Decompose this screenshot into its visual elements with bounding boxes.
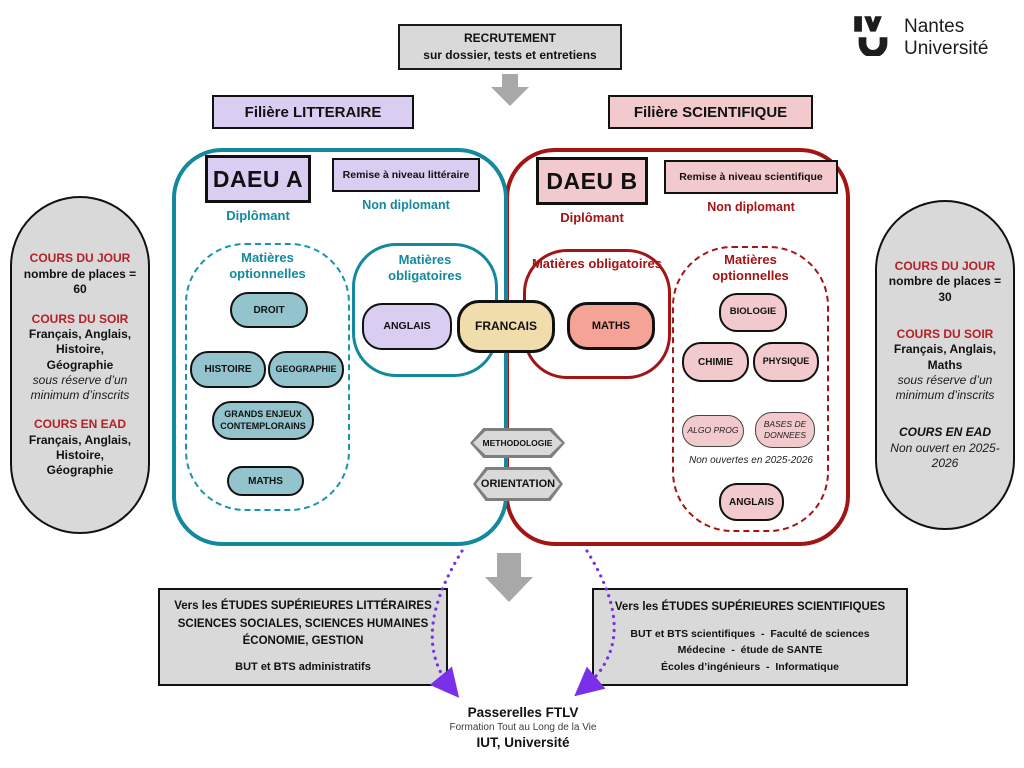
cours-jour-body: nombre de places = 30 [888, 274, 1002, 304]
cours-soir-section: COURS DU SOIR Français, Anglais, Histoir… [23, 312, 137, 404]
recruitment-box: RECRUTEMENT sur dossier, tests et entret… [398, 24, 622, 70]
passerelles-title: Passerelles FTLV [467, 705, 579, 720]
cours-info-litteraire: COURS DU JOUR nombre de places = 60 COUR… [10, 196, 150, 534]
matieres-obligatoires-scientifique-title: Matières obligatoires [531, 256, 663, 271]
cours-soir-note: sous réserve d’un minimum d’inscrits [30, 372, 130, 403]
etudes-scientifiques-line: Médecine - étude de SANTE [677, 644, 823, 657]
matieres-optionnelles-scientifique-box [672, 246, 829, 532]
pill-bases-de-donnees: BASES DE DONNEES [755, 412, 815, 448]
matieres-optionnelles-litteraire-box [185, 243, 350, 511]
cours-soir-title: COURS DU SOIR [896, 326, 994, 341]
cours-jour-title: COURS DU JOUR [894, 258, 996, 273]
down-arrow-top-icon [491, 74, 529, 106]
pill-physique: PHYSIQUE [753, 342, 819, 382]
etudes-scientifiques-box: Vers les ÉTUDES SUPÉRIEURES SCIENTIFIQUE… [592, 588, 908, 686]
cours-soir-title: COURS DU SOIR [31, 311, 129, 326]
cours-jour-section: COURS DU JOUR nombre de places = 30 [888, 259, 1002, 305]
cours-jour-section: COURS DU JOUR nombre de places = 60 [23, 251, 137, 297]
cours-ead-body: Non ouvert en 2025-2026 [890, 440, 1000, 471]
cours-ead-title: COURS EN EAD [898, 425, 991, 440]
matieres-optionnelles-litteraire-title: Matières optionnelles [229, 250, 306, 282]
remise-litteraire-box: Remise à niveau littéraire [332, 158, 480, 192]
recruitment-title: RECRUTEMENT [464, 31, 556, 46]
cours-ead-section: COURS EN EAD Français, Anglais, Histoire… [23, 417, 137, 478]
closed-courses-note: Non ouvertes en 2025-2026 [689, 455, 813, 466]
pill-geographie: GEOGRAPHIE [268, 351, 344, 388]
cours-jour-title: COURS DU JOUR [29, 251, 131, 266]
cours-info-scientifique: COURS DU JOUR nombre de places = 30 COUR… [875, 200, 1015, 530]
remise-scientifique-box: Remise à niveau scientifique [664, 160, 838, 194]
matieres-optionnelles-scientifique-title: Matières optionnelles [712, 252, 789, 284]
etudes-litteraires-line: ÉCONOMIE, GESTION [242, 634, 364, 647]
cours-soir-note: sous réserve d’un minimum d’inscrits [895, 372, 995, 403]
daeu-b-status: Diplômant [560, 210, 624, 225]
daeu-a-box: DAEU A [205, 155, 311, 203]
passerelles-block: Passerelles FTLV Formation Tout au Long … [403, 705, 643, 750]
cours-soir-body: Français, Anglais, Maths [893, 342, 997, 372]
matieres-obligatoires-litteraire-title: Matières obligatoires [388, 252, 462, 284]
nantes-universite-logo-icon [851, 14, 895, 61]
etudes-scientifiques-title: Vers les ÉTUDES SUPÉRIEURES SCIENTIFIQUE… [614, 601, 886, 614]
recruitment-subtitle: sur dossier, tests et entretiens [423, 48, 597, 62]
pill-biologie: BIOLOGIE [719, 293, 787, 332]
pill-grands-enjeux: GRANDS ENJEUX CONTEMPLORAINS [212, 401, 314, 440]
cours-soir-body: Français, Anglais, Histoire, Géographie [28, 327, 132, 372]
etudes-litteraires-line: SCIENCES SOCIALES, SCIENCES HUMAINES [177, 617, 429, 630]
pill-maths-litteraire: MATHS [227, 466, 304, 496]
passerelles-destination: IUT, Université [476, 735, 570, 750]
filiere-scientifique-header: Filière SCIENTIFIQUE [608, 95, 813, 129]
cours-ead-body: Français, Anglais, Histoire, Géographie [28, 432, 132, 478]
nantes-universite-logo: Nantes Université [851, 14, 988, 61]
etudes-scientifiques-line: Écoles d’ingénieurs - Informatique [661, 661, 839, 674]
etudes-litteraires-line: Vers les ÉTUDES SUPÉRIEURES LITTÉRAIRES [174, 600, 432, 613]
pill-histoire: HISTOIRE [190, 351, 266, 388]
etudes-litteraires-footer: BUT et BTS administratifs [235, 661, 371, 674]
down-arrow-bottom-icon [485, 553, 533, 602]
daeu-b-box: DAEU B [536, 157, 648, 205]
cours-soir-section: COURS DU SOIR Français, Anglais, Maths s… [888, 327, 1002, 404]
cours-ead-title: COURS EN EAD [33, 417, 126, 432]
pill-francais-shared: FRANCAIS [457, 300, 555, 353]
passerelles-subtitle: Formation Tout au Long de la Vie [449, 722, 597, 733]
logo-text: Nantes Université [904, 16, 989, 59]
pill-anglais-litteraire: ANGLAIS [362, 303, 452, 350]
remise-scientifique-status: Non diplomant [707, 200, 795, 214]
etudes-scientifiques-line: BUT et BTS scientifiques - Faculté de sc… [630, 627, 870, 640]
pill-maths-scientifique: MATHS [567, 302, 655, 350]
hexagon-methodologie: METHODOLOGIE [470, 428, 565, 458]
pill-chimie: CHIMIE [682, 342, 749, 382]
filiere-litteraire-header: Filière LITTERAIRE [212, 95, 414, 129]
pill-algo-prog: ALGO PROG [682, 415, 744, 447]
cours-jour-body: nombre de places = 60 [23, 267, 137, 297]
daeu-a-status: Diplômant [226, 208, 290, 223]
pill-droit: DROIT [230, 292, 308, 328]
pill-anglais-scientifique: ANGLAIS [719, 483, 784, 521]
cours-ead-section: COURS EN EAD Non ouvert en 2025-2026 [888, 425, 1002, 471]
hexagon-orientation: ORIENTATION [473, 467, 563, 501]
remise-litteraire-status: Non diplomant [362, 198, 450, 212]
etudes-litteraires-box: Vers les ÉTUDES SUPÉRIEURES LITTÉRAIRES … [158, 588, 448, 686]
